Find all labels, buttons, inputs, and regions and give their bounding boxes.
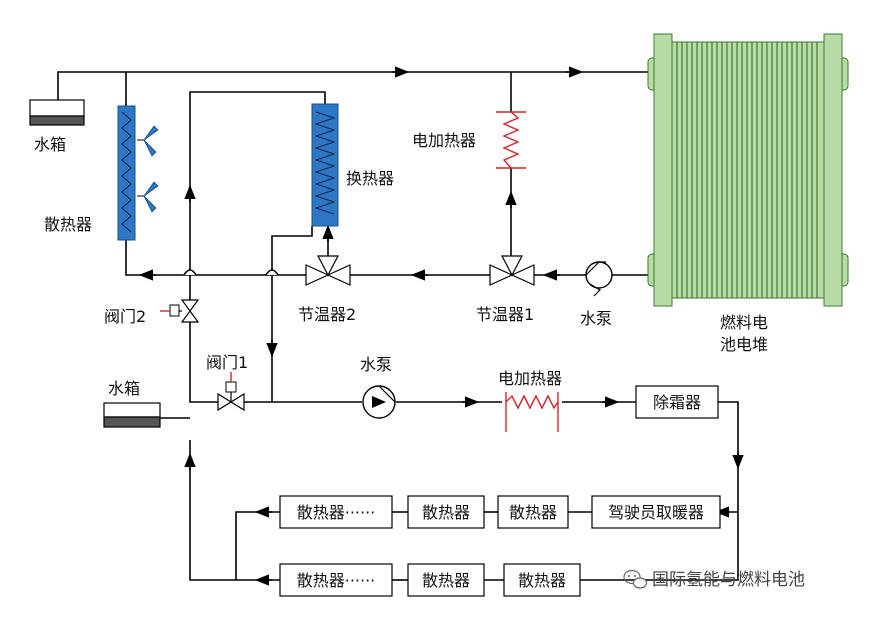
radiator-row-1: 散热器······ 散热器 散热器 [279, 495, 569, 529]
water-tank-top: 水箱 [29, 99, 85, 154]
water-pump-bottom: 水泵 [360, 355, 396, 419]
row2-radiator-2-label: 散热器 [422, 571, 470, 590]
heat-exchanger: 换热器 [311, 103, 394, 227]
fuel-cell-stack: 燃料电 池电堆 [647, 33, 849, 354]
thermostat-1-label: 节温器1 [476, 305, 534, 324]
valve-1: 阀门1 [206, 353, 248, 412]
defroster: 除霜器 [635, 385, 719, 419]
electric-heater-top-label: 电加热器 [412, 131, 476, 150]
water-tank-bottom-label: 水箱 [108, 379, 140, 398]
radiator-top-label: 散热器 [44, 215, 92, 234]
row2-radiator-3-label: 散热器 [518, 571, 566, 590]
driver-heater: 驾驶员取暖器 [591, 495, 721, 529]
thermostat-2-label: 节温器2 [298, 305, 356, 324]
thermostat-1: 节温器1 [476, 255, 535, 324]
radiator-top: 散热器 [44, 105, 159, 241]
row1-radiator-1-label: 散热器······ [297, 503, 376, 522]
driver-heater-label: 驾驶员取暖器 [608, 503, 704, 522]
lower-pipes [160, 322, 739, 581]
fuel-cell-stack-label-line2: 池电堆 [720, 335, 768, 354]
water-pump-bottom-label: 水泵 [360, 355, 392, 374]
defroster-label: 除霜器 [653, 393, 701, 412]
water-tank-bottom: 水箱 [103, 379, 161, 428]
valve-2: 阀门2 [104, 299, 200, 326]
watermark: 国际氢能与燃料电池 [623, 569, 805, 590]
row1-radiator-3-label: 散热器 [509, 503, 557, 522]
valve-2-label: 阀门2 [104, 307, 146, 326]
pipe-crossovers [183, 269, 279, 276]
fan-icon [137, 125, 159, 213]
wechat-icon [623, 569, 648, 589]
row2-radiator-1-label: 散热器······ [297, 571, 376, 590]
row1-radiator-2-label: 散热器 [422, 503, 470, 522]
water-pump-top-label: 水泵 [580, 309, 612, 328]
valve-1-label: 阀门1 [206, 353, 248, 372]
thermostat-2: 节温器2 [298, 255, 356, 324]
heat-exchanger-label: 换热器 [346, 169, 394, 188]
water-pump-top: 水泵 [580, 261, 613, 328]
fuel-cell-stack-label-line1: 燃料电 [720, 313, 768, 332]
watermark-text: 国际氢能与燃料电池 [652, 570, 805, 590]
upper-pipes [57, 71, 648, 402]
flow-arrows [138, 66, 744, 586]
electric-heater-bottom-label: 电加热器 [498, 369, 562, 388]
electric-heater-bottom: 电加热器 [498, 369, 562, 432]
radiator-row-2: 散热器······ 散热器 散热器 [279, 563, 581, 597]
electric-heater-top: 电加热器 [412, 111, 526, 169]
water-tank-top-label: 水箱 [34, 135, 66, 154]
